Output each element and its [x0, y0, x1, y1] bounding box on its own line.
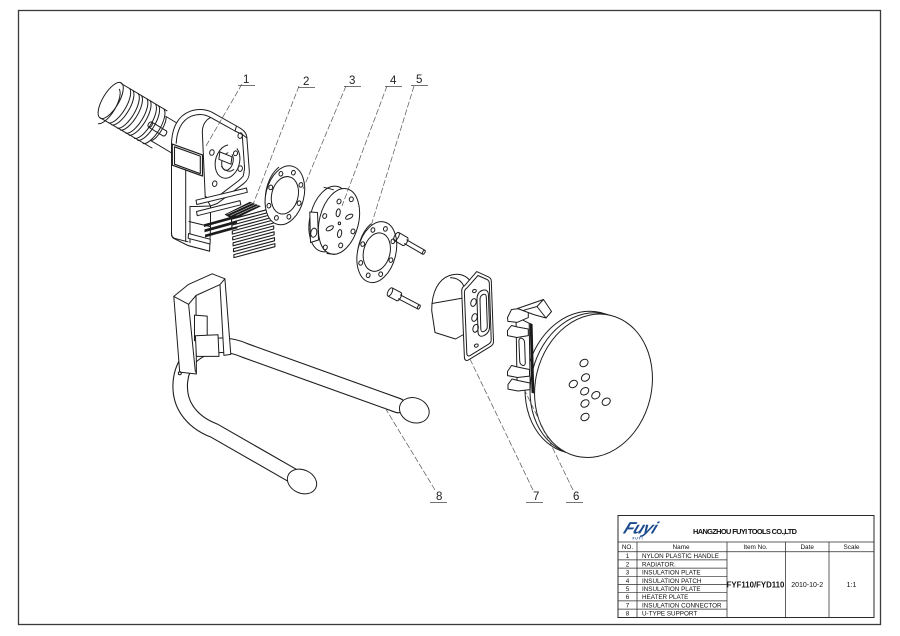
svg-text:INSULATION PATCH: INSULATION PATCH [642, 578, 702, 585]
svg-text:Fuyi: Fuyi [621, 518, 662, 537]
svg-text:2: 2 [626, 561, 630, 568]
svg-text:4: 4 [390, 75, 397, 87]
svg-text:1: 1 [626, 553, 630, 560]
svg-text:FYF110/FYD110: FYF110/FYD110 [727, 581, 785, 590]
svg-text:Name: Name [672, 544, 689, 551]
svg-text:NYLON PLASTIC HANDLE: NYLON PLASTIC HANDLE [642, 553, 719, 560]
svg-text:7: 7 [626, 602, 630, 609]
svg-text:RADIATOR.: RADIATOR. [642, 561, 676, 568]
svg-text:3: 3 [349, 75, 355, 87]
svg-text:5: 5 [626, 586, 630, 593]
svg-text:5: 5 [416, 74, 422, 86]
svg-text:7: 7 [533, 491, 539, 503]
svg-text:4: 4 [626, 578, 630, 585]
svg-text:Item No.: Item No. [743, 544, 767, 551]
svg-text:Scale: Scale [844, 544, 860, 551]
svg-text:FUYI: FUYI [633, 537, 644, 541]
svg-text:6: 6 [626, 594, 630, 601]
svg-text:2010-10-2: 2010-10-2 [791, 582, 823, 589]
svg-text:U-TYPE SUPPORT: U-TYPE SUPPORT [642, 611, 697, 618]
svg-text:INSULATION PLATE: INSULATION PLATE [642, 586, 701, 593]
svg-text:INSULATION CONNECTOR: INSULATION CONNECTOR [642, 602, 722, 609]
svg-text:HANGZHOU FUYI TOOLS CO.,LTD: HANGZHOU FUYI TOOLS CO.,LTD [693, 527, 798, 536]
svg-text:HEATER PLATE: HEATER PLATE [642, 594, 688, 601]
svg-text:1: 1 [243, 74, 249, 86]
svg-text:6: 6 [573, 491, 579, 503]
svg-text:NO.: NO. [622, 544, 634, 551]
svg-text:8: 8 [626, 611, 630, 618]
svg-text:INSULATION PLATE: INSULATION PLATE [642, 570, 701, 577]
svg-text:Date: Date [800, 544, 814, 551]
svg-text:2: 2 [303, 76, 309, 88]
svg-text:1:1: 1:1 [847, 582, 857, 589]
svg-text:3: 3 [626, 570, 630, 577]
svg-text:8: 8 [436, 491, 442, 503]
